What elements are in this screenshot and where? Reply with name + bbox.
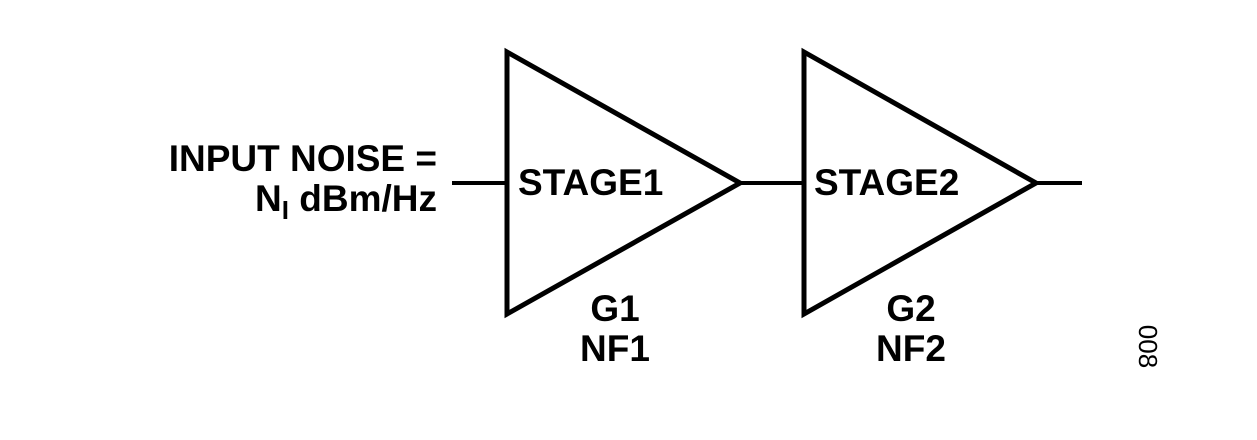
input-noise-line2: NI dBm/Hz <box>169 178 437 226</box>
noise-subscript: I <box>281 195 289 225</box>
stage1-label: STAGE1 <box>518 162 664 203</box>
noise-unit: dBm/Hz <box>289 178 437 219</box>
noise-symbol: N <box>255 178 282 219</box>
stage1-params: G1 NF1 <box>555 289 675 369</box>
stage1-noise-figure: NF1 <box>580 328 650 369</box>
stage1-amplifier-triangle <box>504 47 746 319</box>
stage2-gain: G2 <box>886 288 936 329</box>
figure-number: 008 <box>1133 324 1164 369</box>
stage2-amplifier-triangle <box>801 47 1042 319</box>
stage2-label: STAGE2 <box>814 162 960 203</box>
stage1-gain: G1 <box>590 288 640 329</box>
stage2-noise-figure: NF2 <box>876 328 946 369</box>
stage2-params: G2 NF2 <box>851 289 971 369</box>
input-noise-line1: INPUT NOISE = <box>168 138 437 179</box>
input-noise-label: INPUT NOISE = NI dBm/Hz <box>168 138 437 226</box>
